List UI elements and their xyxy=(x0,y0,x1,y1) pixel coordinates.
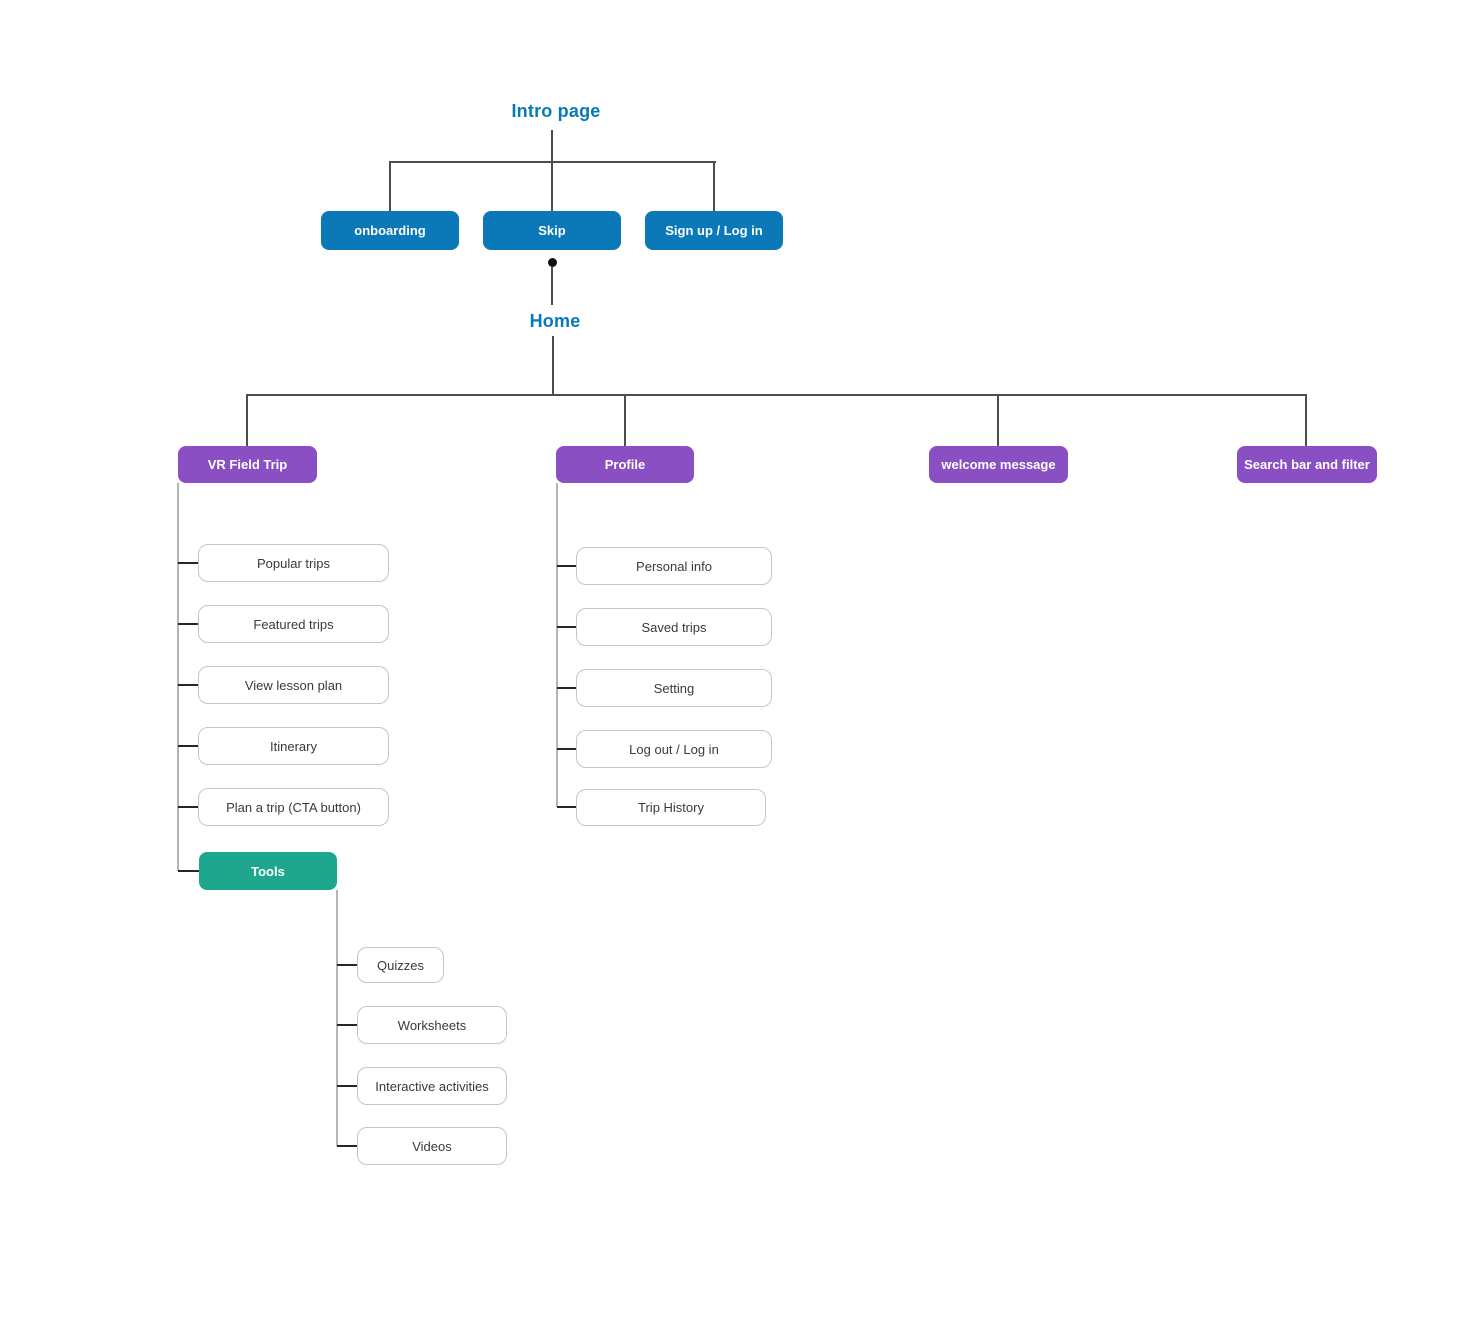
profile-node[interactable]: Profile xyxy=(556,446,694,483)
view-lesson-plan-node[interactable]: View lesson plan xyxy=(198,666,389,704)
connector-line xyxy=(551,130,553,162)
tools-node[interactable]: Tools xyxy=(199,852,337,890)
connector-line xyxy=(557,687,576,689)
connector-line xyxy=(557,565,576,567)
connector-line xyxy=(337,1085,357,1087)
search-bar-filter-node[interactable]: Search bar and filter xyxy=(1237,446,1377,483)
connector-line xyxy=(177,483,179,871)
popular-trips-node[interactable]: Popular trips xyxy=(198,544,389,582)
connector-line xyxy=(997,394,999,446)
vr-field-trip-node[interactable]: VR Field Trip xyxy=(178,446,317,483)
featured-trips-node[interactable]: Featured trips xyxy=(198,605,389,643)
connector-line xyxy=(389,161,391,211)
connector-line xyxy=(337,1024,357,1026)
connector-line xyxy=(557,626,576,628)
signup-login-button[interactable]: Sign up / Log in xyxy=(645,211,783,250)
itinerary-node[interactable]: Itinerary xyxy=(198,727,389,765)
intro-page-title: Intro page xyxy=(511,101,601,121)
interactive-activities-node[interactable]: Interactive activities xyxy=(357,1067,507,1105)
connector-line xyxy=(624,394,626,446)
home-title: Home xyxy=(529,311,581,331)
connector-line xyxy=(557,748,576,750)
connector-line xyxy=(556,483,558,807)
connector-line xyxy=(337,1145,357,1147)
quizzes-node[interactable]: Quizzes xyxy=(357,947,444,983)
connector-line xyxy=(178,562,198,564)
videos-node[interactable]: Videos xyxy=(357,1127,507,1165)
connector-line xyxy=(178,870,199,872)
connector-line xyxy=(1305,394,1307,446)
connector-line xyxy=(178,806,198,808)
connector-line xyxy=(336,890,338,1146)
connector-line xyxy=(246,394,1307,396)
connector-line xyxy=(552,336,554,395)
connector-line xyxy=(178,623,198,625)
connector-line xyxy=(178,745,198,747)
trip-history-node[interactable]: Trip History xyxy=(576,789,766,826)
skip-button[interactable]: Skip xyxy=(483,211,621,250)
saved-trips-node[interactable]: Saved trips xyxy=(576,608,772,646)
connector-line xyxy=(178,684,198,686)
setting-node[interactable]: Setting xyxy=(576,669,772,707)
worksheets-node[interactable]: Worksheets xyxy=(357,1006,507,1044)
personal-info-node[interactable]: Personal info xyxy=(576,547,772,585)
onboarding-button[interactable]: onboarding xyxy=(321,211,459,250)
connector-line xyxy=(557,806,576,808)
connector-line xyxy=(246,394,248,446)
connector-line xyxy=(551,161,553,211)
connector-line xyxy=(551,267,553,305)
connector-line xyxy=(337,964,357,966)
connector-dot xyxy=(548,258,557,267)
welcome-message-node[interactable]: welcome message xyxy=(929,446,1068,483)
connector-line xyxy=(713,161,715,211)
logout-login-node[interactable]: Log out / Log in xyxy=(576,730,772,768)
plan-a-trip-node[interactable]: Plan a trip (CTA button) xyxy=(198,788,389,826)
